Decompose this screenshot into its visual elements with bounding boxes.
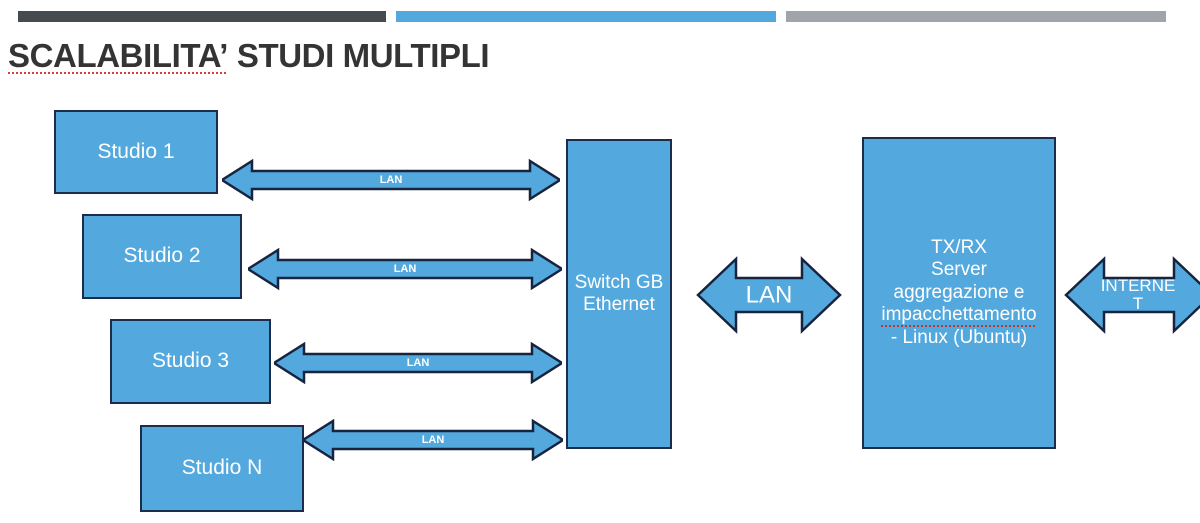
topbar-segment-blue (396, 11, 776, 22)
topbar-segment-dark (18, 11, 386, 22)
node-server-line-4: impacchettamento (864, 304, 1054, 328)
node-server-line-5: - Linux (Ubuntu) (890, 326, 1028, 348)
node-server-label: TX/RX Server aggregazione e impacchettam… (864, 237, 1054, 349)
node-studio-2-label: Studio 2 (123, 244, 201, 268)
node-switch-label: Switch GB Ethernet (568, 272, 670, 317)
connector-lan-studio-3[interactable]: LAN (274, 340, 562, 386)
title-rest: STUDI MULTIPLI (228, 37, 490, 74)
double-arrow-icon (274, 341, 562, 385)
connector-internet[interactable]: INTERNE T (1064, 256, 1200, 334)
node-server-line-3: aggregazione e (893, 281, 1025, 303)
connector-lan-studio-n[interactable]: LAN (303, 417, 563, 463)
node-server-line-2: Server (931, 259, 987, 281)
node-studio-n-label: Studio N (181, 456, 263, 480)
double-block-arrow-icon (1064, 256, 1200, 334)
title-misspelled-word: SCALABILITA’ (8, 37, 229, 74)
double-block-arrow-icon (696, 256, 842, 334)
double-arrow-icon (303, 418, 563, 462)
connector-lan-studio-1[interactable]: LAN (222, 157, 560, 203)
page-title: SCALABILITA’ STUDI MULTIPLI (8, 37, 490, 75)
node-switch[interactable]: Switch GB Ethernet (566, 139, 672, 449)
node-switch-line-1: Switch (574, 271, 631, 293)
connector-lan-switch-server[interactable]: LAN (696, 256, 842, 334)
node-studio-1[interactable]: Studio 1 (54, 110, 218, 194)
node-studio-3[interactable]: Studio 3 (110, 319, 271, 404)
node-server[interactable]: TX/RX Server aggregazione e impacchettam… (862, 137, 1056, 449)
double-arrow-icon (222, 158, 560, 202)
connector-lan-studio-2[interactable]: LAN (248, 246, 562, 292)
node-studio-3-label: Studio 3 (151, 349, 230, 373)
node-studio-2[interactable]: Studio 2 (82, 214, 242, 299)
node-studio-1-label: Studio 1 (97, 139, 175, 163)
node-studio-n[interactable]: Studio N (140, 425, 304, 512)
topbar-segment-gray (786, 11, 1166, 22)
double-arrow-icon (248, 247, 562, 291)
node-switch-line-2: GB (635, 271, 664, 293)
server-misspelled-word: impacchettamento (881, 304, 1037, 328)
node-switch-line-3: Ethernet (583, 294, 655, 315)
node-server-line-1: TX/RX (931, 236, 987, 258)
